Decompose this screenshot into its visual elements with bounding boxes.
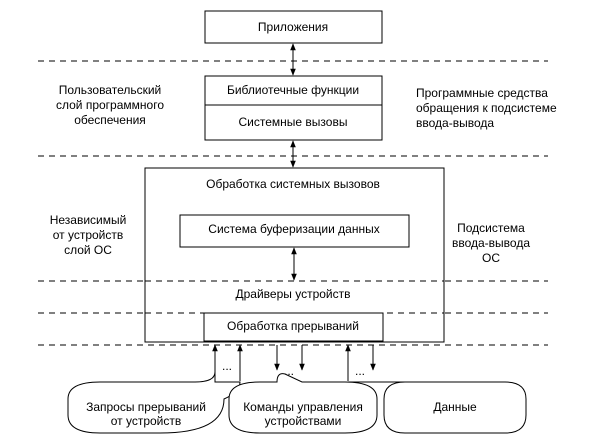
control-commands-shape <box>228 373 378 434</box>
ellipsis-dots: ... <box>355 364 365 378</box>
user-layer-label-line1: Пользовательский <box>59 83 162 97</box>
flow-arrows <box>290 43 297 281</box>
device-shapes <box>67 371 527 434</box>
system-calls-label: Системные вызовы <box>239 115 348 129</box>
user-layer-label-line2: слой программного <box>56 98 164 112</box>
inner-separators <box>145 280 444 314</box>
device-independent-label-line3: слой ОС <box>64 243 112 257</box>
control-commands-line1: Команды управления <box>243 400 363 414</box>
io-subsystem-label-line1: Подсистема <box>457 221 525 235</box>
buffering-system-label: Система буферизации данных <box>208 222 379 236</box>
io-access-label-line2: обращения к подсистеме <box>416 101 557 115</box>
interrupt-processing-box <box>203 312 384 342</box>
io-access-label-line1: Программные средства <box>416 86 548 100</box>
device-independent-label-line1: Независимый <box>50 213 127 227</box>
interrupt-requests-line1: Запросы прерываний <box>86 400 206 414</box>
control-commands-line2: устройствами <box>265 414 342 428</box>
interrupt-requests-line2: от устройств <box>111 414 182 428</box>
io-subsystem-label-line3: ОС <box>482 251 500 265</box>
data-shape <box>348 381 527 434</box>
syscall-processing-label: Обработка системных вызовов <box>206 177 380 191</box>
buffering-system-box <box>179 214 410 248</box>
user-layer-label-line3: обеспечения <box>74 113 146 127</box>
user-library-box <box>204 75 383 141</box>
device-independent-label-line2: от устройств <box>53 228 124 242</box>
applications-label: Приложения <box>258 20 328 34</box>
io-access-label-line3: ввода-вывода <box>416 116 494 130</box>
interrupt-processing-label: Обработка прерываний <box>227 319 359 333</box>
device-arrows <box>212 344 376 381</box>
device-drivers-label: Драйверы устройств <box>235 287 350 301</box>
library-functions-label: Библиотечные функции <box>227 83 359 97</box>
applications-box <box>204 10 383 44</box>
io-subsystem-label-line2: ввода-вывода <box>452 236 530 250</box>
data-label: Данные <box>433 400 477 414</box>
ellipsis-dots: ... <box>222 359 232 373</box>
ellipsis-dots: ... <box>284 364 294 378</box>
